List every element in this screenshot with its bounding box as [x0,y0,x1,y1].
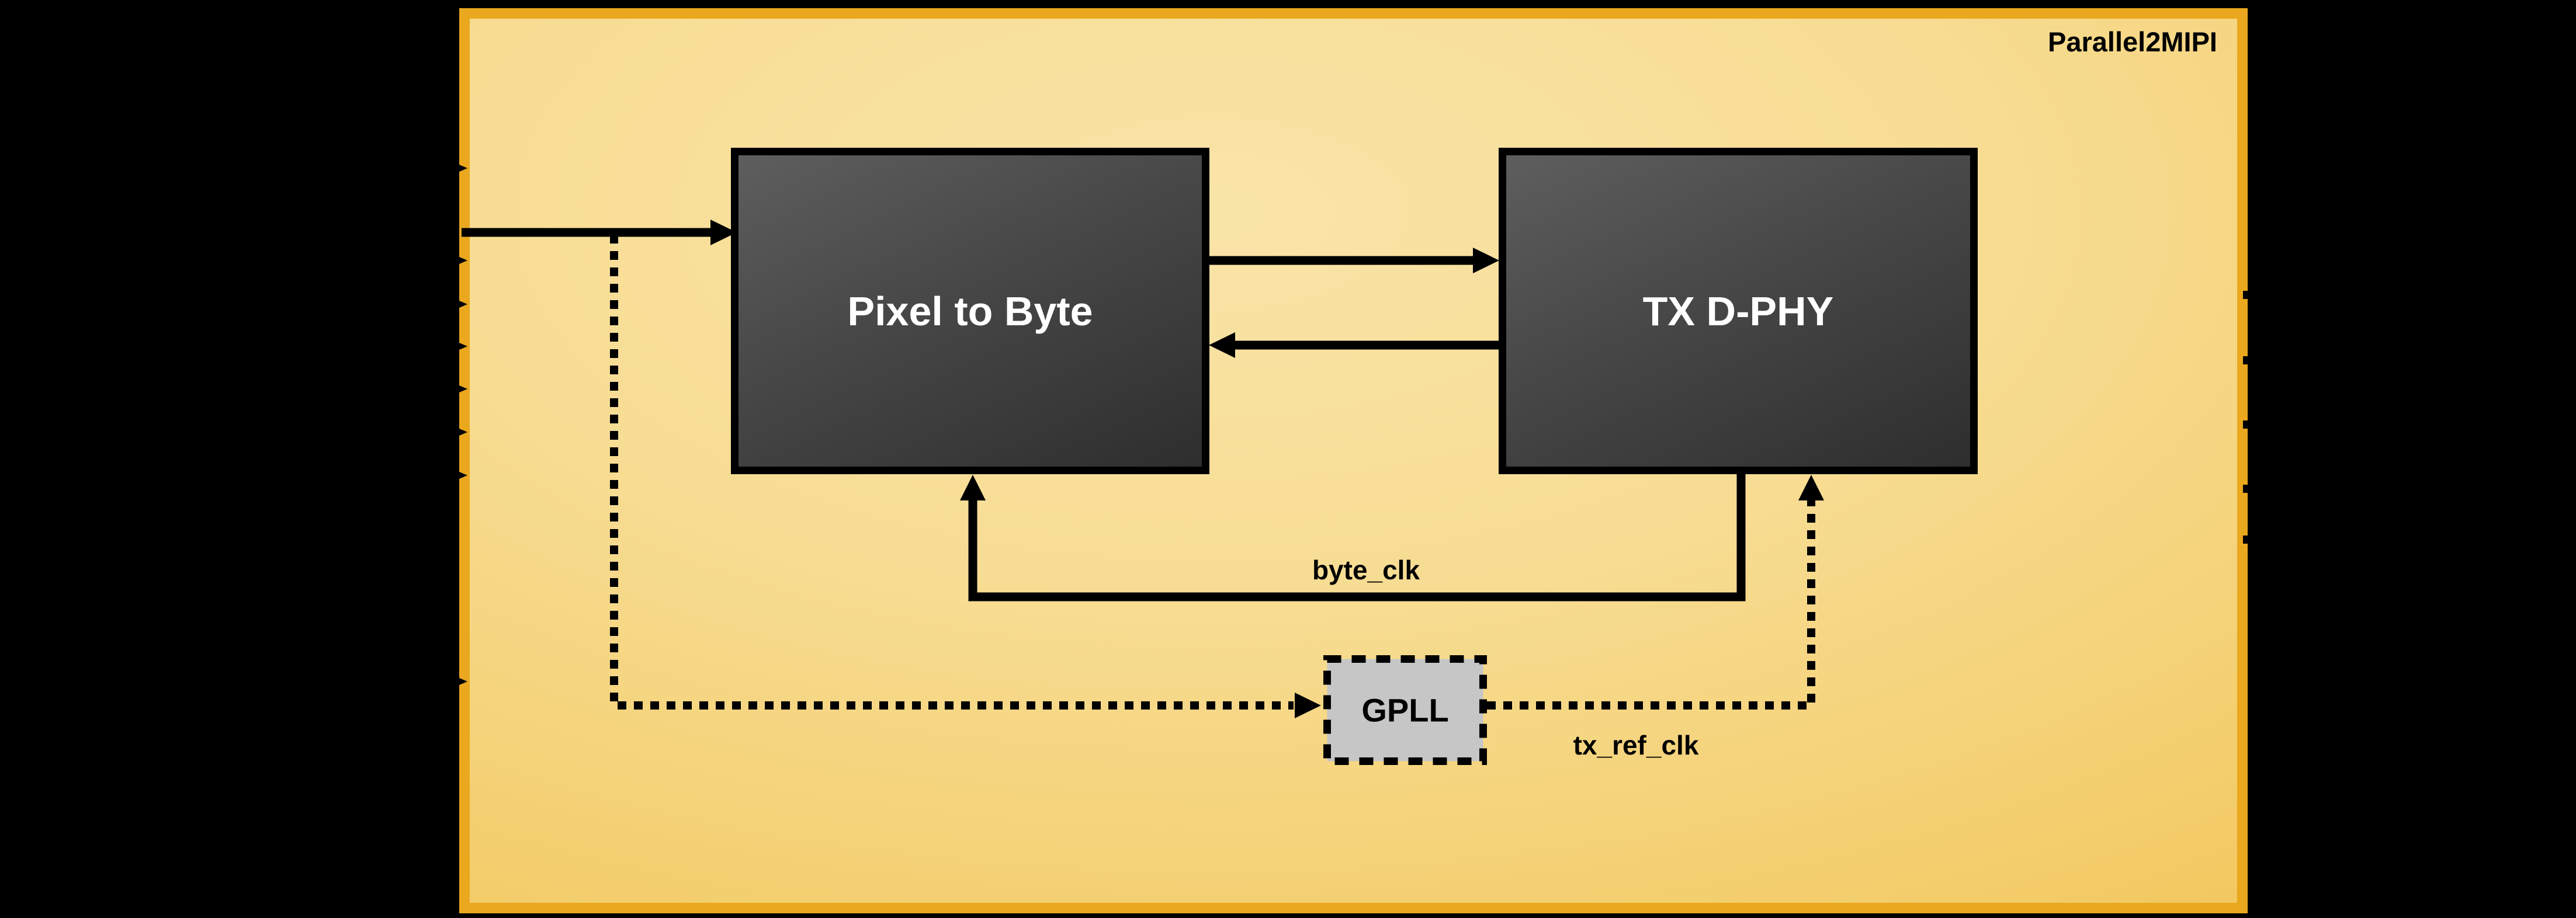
byte-clk-signal-label: byte_clk [1312,555,1420,585]
left-input-arrowhead-icon [455,255,467,266]
gpll-label: GPLL [1361,691,1449,729]
byte-clk-arrowhead-icon [960,475,986,500]
left-input-arrowhead-icon [455,299,467,310]
pixel-to-byte-label: Pixel to Byte [847,288,1093,334]
right-output-stub [2243,536,2254,544]
left-input-arrowhead-icon [455,341,467,352]
gpll-input-arrowhead-icon [1295,693,1321,718]
tx-ref-clk-arrowhead-icon [1798,475,1824,500]
diagram-title: Parallel2MIPI [2048,26,2217,57]
right-output-stub [2243,356,2254,364]
right-output-stub [2243,291,2254,299]
tx-dphy-block: TX D-PHY [1499,148,1978,474]
right-output-stub [2243,420,2254,429]
left-input-arrowhead-icon [455,470,467,481]
p2b-to-txdphy-arrowhead-icon [1473,248,1499,273]
left-input-arrowhead-icon [455,163,467,173]
byte-clk-line [968,474,1746,601]
left-input-arrowhead-icon [455,427,467,437]
input-arrowhead-icon [710,220,737,245]
right-output-stub [2243,485,2254,493]
tx-dphy-label: TX D-PHY [1642,288,1834,334]
pixel-to-byte-block: Pixel to Byte [731,148,1209,474]
ref-clk-input-dashed-line [610,235,1294,710]
tx-ref-clk-signal-label: tx_ref_clk [1573,730,1699,760]
gpll-block [1323,655,1487,765]
left-input-arrowhead-icon [455,384,467,394]
left-input-arrowhead-icon [455,676,467,687]
txdphy-to-p2b-arrowhead-icon [1209,332,1235,358]
tx-ref-clk-dashed-line [1487,500,1815,710]
